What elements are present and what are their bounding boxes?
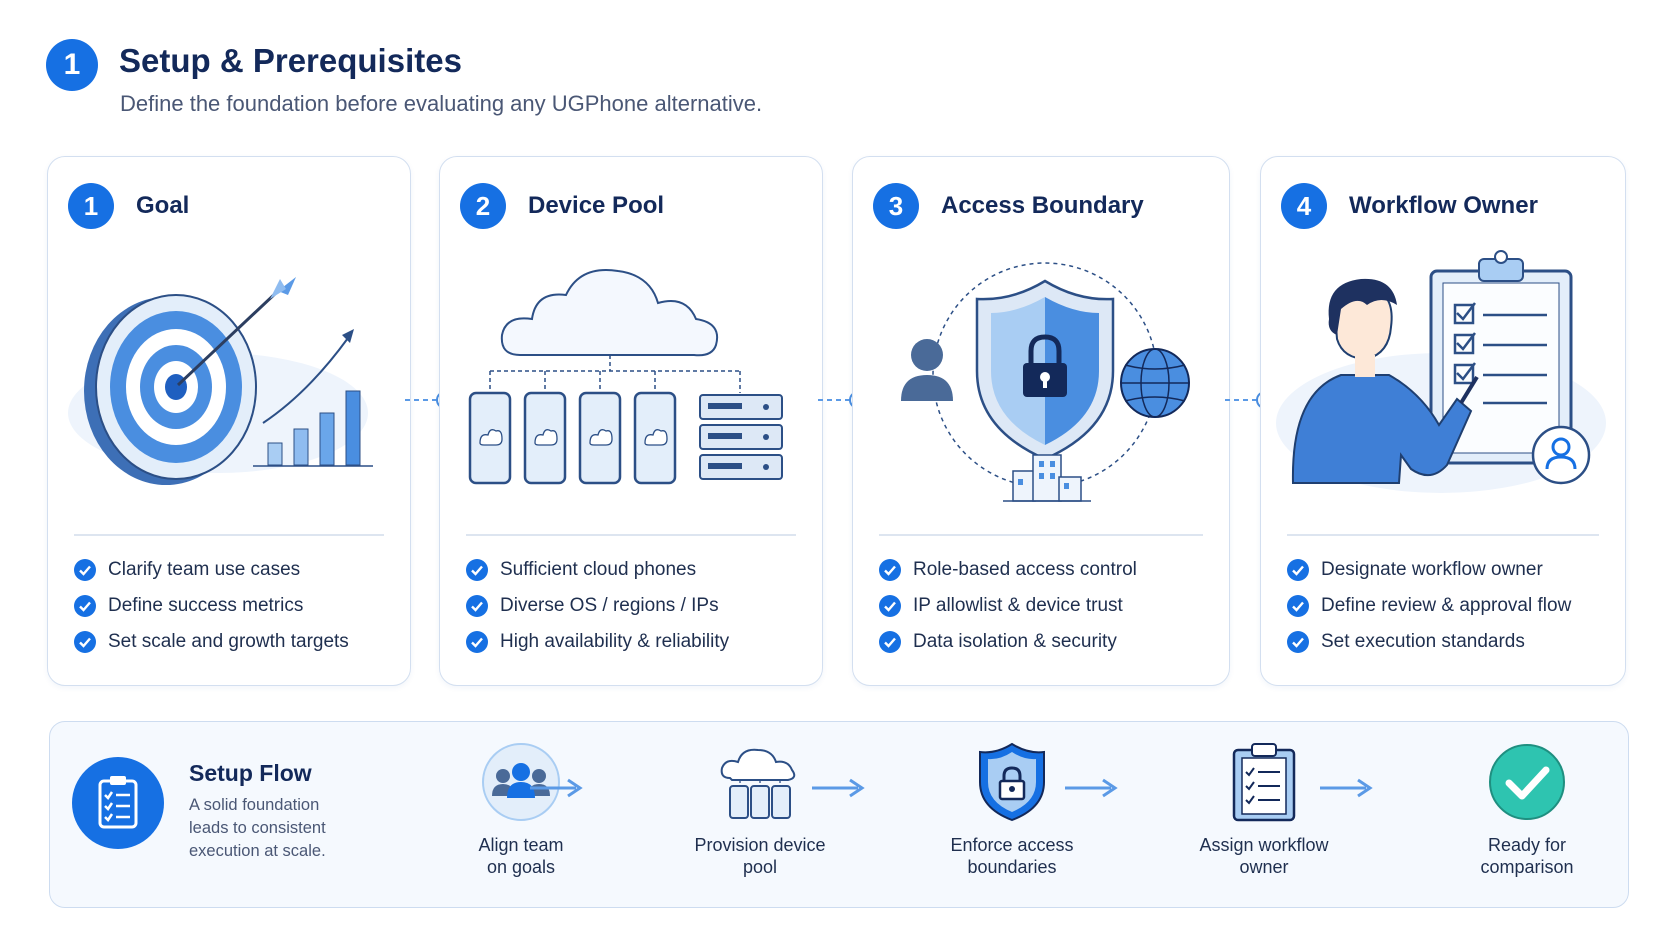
list-item-text: Define review & approval flow xyxy=(1321,595,1572,616)
target-growth-icon xyxy=(68,277,373,485)
check-icon xyxy=(1287,559,1309,581)
list-item: Designate workflow owner xyxy=(1287,552,1571,588)
card-divider xyxy=(1287,534,1599,536)
card-checklist: Clarify team use cases Define success me… xyxy=(74,552,349,660)
card-title: Workflow Owner xyxy=(1349,192,1538,219)
setup-flow-panel: Setup Flow A solid foundation leads to c… xyxy=(49,721,1629,908)
header-number-badge: 1 xyxy=(46,39,98,91)
check-icon xyxy=(1287,595,1309,617)
list-item: Role-based access control xyxy=(879,552,1137,588)
card-device-pool: 2 Device Pool xyxy=(439,156,823,686)
check-icon xyxy=(1287,631,1309,653)
list-item-text: High availability & reliability xyxy=(500,631,730,652)
card-title: Access Boundary xyxy=(941,192,1144,219)
check-icon xyxy=(879,595,901,617)
card-workflow-owner: 4 Workflow Owner Designate workflow owne… xyxy=(1260,156,1626,686)
check-icon xyxy=(879,631,901,653)
list-item: Data isolation & security xyxy=(879,624,1137,660)
flow-arrow-icon xyxy=(812,778,865,798)
list-item: Sufficient cloud phones xyxy=(466,552,729,588)
list-item: Define success metrics xyxy=(74,588,349,624)
list-item: Set scale and growth targets xyxy=(74,624,349,660)
clipboard-checklist-icon xyxy=(72,757,164,849)
card-divider xyxy=(879,534,1203,536)
card-goal: 1 Goal Clarify team use cases Define suc… xyxy=(47,156,411,686)
card-number-badge: 1 xyxy=(68,183,114,229)
card-number-badge: 3 xyxy=(873,183,919,229)
cloud-devices-icon xyxy=(468,269,783,485)
card-number-badge: 2 xyxy=(460,183,506,229)
check-icon xyxy=(74,559,96,581)
list-item-text: Set execution standards xyxy=(1321,631,1525,652)
check-icon xyxy=(74,631,96,653)
shield-lock-icon xyxy=(979,742,1045,822)
page-title: Setup & Prerequisites xyxy=(119,42,462,79)
check-icon xyxy=(879,559,901,581)
list-item: Clarify team use cases xyxy=(74,552,349,588)
check-icon xyxy=(74,595,96,617)
list-item-text: Sufficient cloud phones xyxy=(500,559,697,580)
list-item: High availability & reliability xyxy=(466,624,729,660)
list-item-text: Designate workflow owner xyxy=(1321,559,1543,580)
flow-arrow-icon xyxy=(1320,778,1373,798)
list-item-text: Clarify team use cases xyxy=(108,559,301,580)
shield-lock-icon xyxy=(901,262,1190,502)
card-title: Goal xyxy=(136,192,190,219)
list-item-text: Define success metrics xyxy=(108,595,304,616)
list-item-text: IP allowlist & device trust xyxy=(913,595,1123,616)
card-checklist: Role-based access control IP allowlist &… xyxy=(879,552,1137,660)
page-subtitle: Define the foundation before evaluating … xyxy=(120,91,763,116)
list-item-text: Data isolation & security xyxy=(913,631,1117,652)
card-title: Device Pool xyxy=(528,192,665,219)
card-access-boundary: 3 Access Boundary Role-based access cont… xyxy=(852,156,1230,686)
card-number-badge: 4 xyxy=(1281,183,1327,229)
check-icon xyxy=(466,595,488,617)
check-circle-icon xyxy=(1489,744,1565,820)
card-checklist: Designate workflow owner Define review &… xyxy=(1287,552,1571,660)
clipboard-icon xyxy=(1232,743,1296,822)
list-item: Diverse OS / regions / IPs xyxy=(466,588,729,624)
card-divider xyxy=(466,534,796,536)
flow-arrow-icon xyxy=(530,778,583,798)
flow-arrow-icon xyxy=(1065,778,1118,798)
card-divider xyxy=(74,534,384,536)
list-item-text: Diverse OS / regions / IPs xyxy=(500,595,719,616)
card-checklist: Sufficient cloud phones Diverse OS / reg… xyxy=(466,552,729,660)
flow-title: Setup Flow xyxy=(189,760,312,786)
list-item: Set execution standards xyxy=(1287,624,1571,660)
team-icon xyxy=(482,743,560,821)
list-item: Define review & approval flow xyxy=(1287,588,1571,624)
list-item: IP allowlist & device trust xyxy=(879,588,1137,624)
cloud-devices-icon xyxy=(720,748,796,819)
list-item-text: Role-based access control xyxy=(913,559,1137,580)
workflow-owner-illustration-icon xyxy=(1276,250,1606,493)
check-icon xyxy=(466,631,488,653)
list-item-text: Set scale and growth targets xyxy=(108,631,349,652)
flow-description: A solid foundation leads to consistent e… xyxy=(189,796,326,860)
check-icon xyxy=(466,559,488,581)
